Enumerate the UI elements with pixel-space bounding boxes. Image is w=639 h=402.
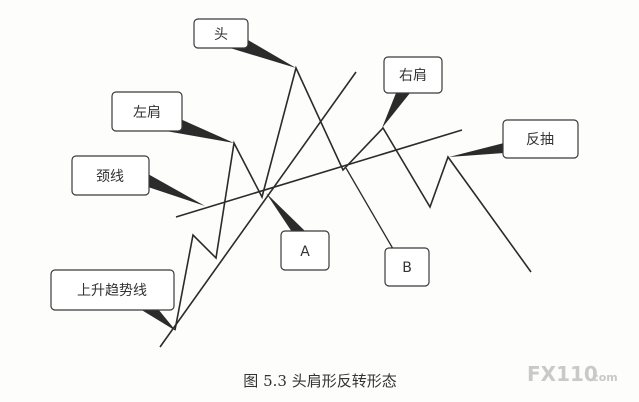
label-neckline: 颈线: [96, 169, 124, 185]
callout-uptrend-line: 上升趋势线: [50, 269, 176, 331]
callout-right-shoulder-tail: [382, 93, 410, 128]
label-point-a: A: [300, 244, 310, 260]
watermark-suffix: .com: [588, 371, 618, 384]
label-pullback: 反抽: [526, 132, 554, 148]
callout-left-shoulder: 左肩: [111, 91, 234, 143]
b-pointer-line: [345, 167, 397, 255]
callout-uptrend-tail: [140, 309, 176, 331]
figure-caption: 图 5.3 头肩形反转形态: [243, 372, 396, 390]
callout-right-shoulder: 右肩: [382, 56, 443, 128]
callout-a: A: [266, 193, 330, 271]
callout-pullback: 反抽: [449, 119, 579, 159]
label-right-shoulder: 右肩: [399, 68, 427, 84]
guide-lines: [159, 71, 463, 348]
label-point-b: B: [402, 260, 412, 276]
callout-pullback-tail: [449, 143, 504, 157]
label-head: 头: [214, 27, 228, 43]
neckline: [175, 129, 463, 218]
watermark-brand: FX110: [527, 362, 598, 386]
watermark: FX110 .com: [527, 362, 618, 386]
callout-head: 头: [193, 18, 296, 68]
callout-neckline: 颈线: [71, 155, 205, 206]
price-path: [174, 65, 532, 331]
uptrend-line: [159, 71, 357, 348]
label-uptrend-line: 上升趋势线: [77, 283, 147, 299]
callout-b: B: [384, 247, 430, 287]
callout-a-tail: [266, 193, 306, 232]
callout-neckline-tail: [148, 174, 205, 206]
label-left-shoulder: 左肩: [133, 105, 161, 121]
